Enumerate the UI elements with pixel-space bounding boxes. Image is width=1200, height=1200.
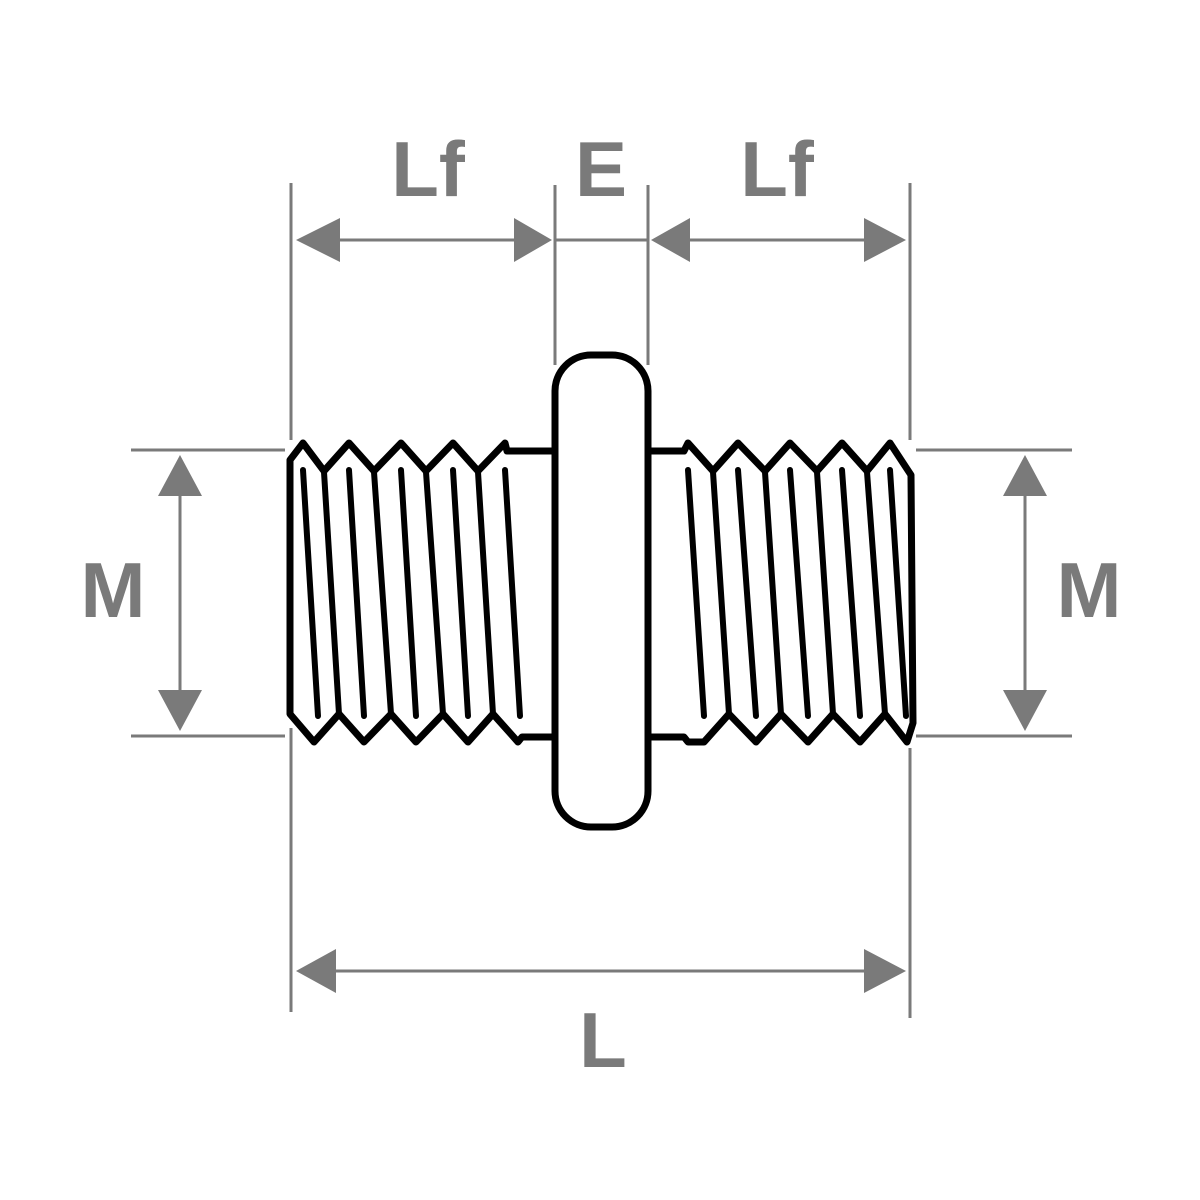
- arrow-m-right-top: [1003, 455, 1047, 496]
- thread-line: [502, 467, 523, 719]
- thread-line: [475, 469, 496, 717]
- thread-line: [839, 467, 863, 719]
- arrow-lf-right-end: [864, 218, 906, 262]
- arrow-lf-left-start: [296, 218, 340, 262]
- thread-line: [814, 469, 836, 717]
- thread-line: [787, 467, 811, 719]
- label-m-left: M: [81, 546, 146, 634]
- thread-line: [762, 469, 784, 717]
- arrow-m-left-top: [158, 455, 202, 496]
- label-lf-left: Lf: [391, 125, 466, 213]
- label-lf-right: Lf: [740, 125, 815, 213]
- flange-collar: [551, 351, 652, 831]
- thread-line: [423, 469, 446, 717]
- thread-crest-lines: [300, 467, 909, 719]
- arrow-m-right-bottom: [1003, 690, 1047, 731]
- thread-line: [710, 469, 732, 717]
- label-l: L: [579, 996, 627, 1084]
- arrow-m-left-bottom: [158, 690, 202, 731]
- arrow-lf-right-start: [651, 218, 690, 262]
- thread-line: [887, 467, 909, 719]
- thread-line: [321, 469, 342, 717]
- thread-line: [371, 469, 394, 717]
- thread-line: [735, 467, 759, 719]
- dimension-labels: Lf E Lf M M L: [81, 125, 1122, 1084]
- dimension-arrowheads: [158, 218, 1047, 993]
- arrow-l-end: [864, 949, 906, 993]
- thread-line: [398, 467, 419, 719]
- dimension-lines: [131, 183, 1072, 1018]
- thread-line: [864, 469, 888, 717]
- label-m-right: M: [1057, 546, 1122, 634]
- arrow-lf-left-end: [514, 218, 552, 262]
- label-e: E: [575, 125, 627, 213]
- thread-line: [685, 467, 707, 719]
- arrow-l-start: [296, 949, 336, 993]
- thread-line: [450, 467, 471, 719]
- thread-line: [346, 467, 367, 719]
- thread-line: [300, 467, 321, 719]
